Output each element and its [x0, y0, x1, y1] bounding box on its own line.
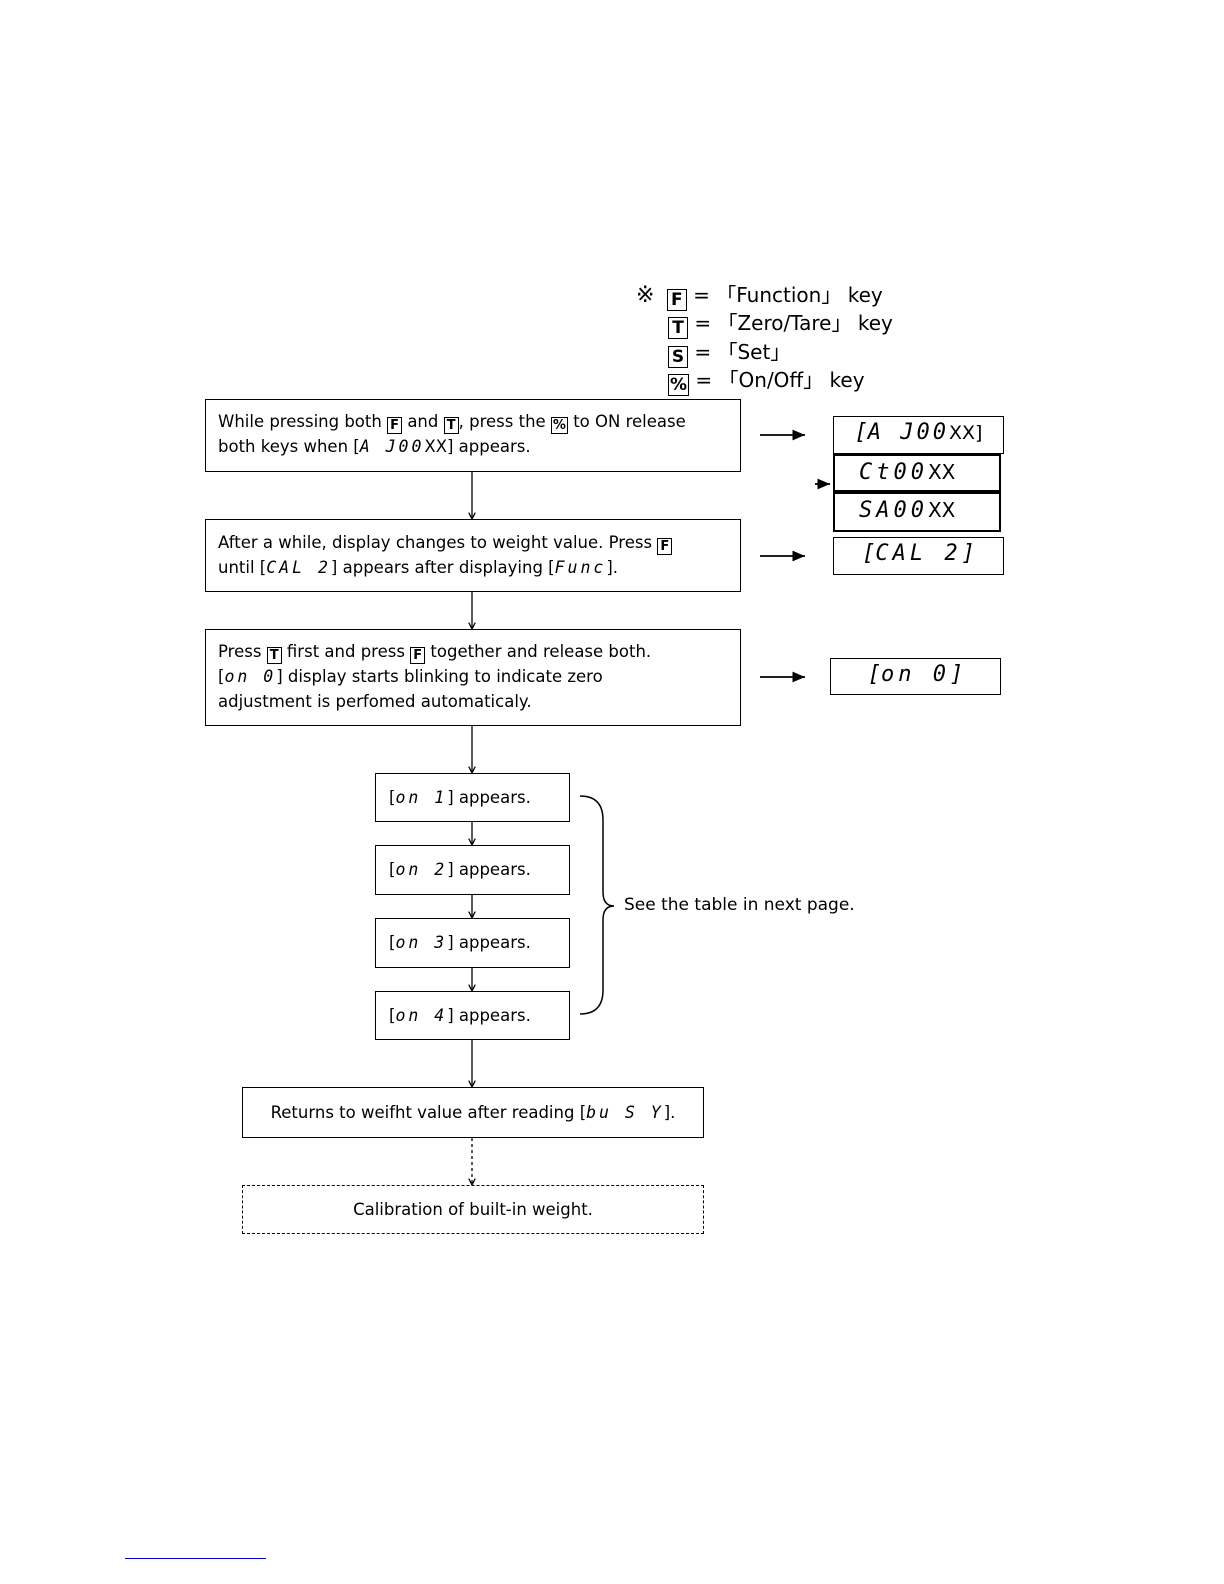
display-suffix: XX: [927, 498, 956, 522]
step-power-on-box: While pressing both F and T, press the %…: [205, 399, 741, 472]
step-on1-box: [on 1] appears.: [375, 773, 570, 822]
step-zero-adjust-box: Press T first and press F together and r…: [205, 629, 741, 726]
step-text: Press: [218, 642, 267, 661]
reference-mark: ※: [636, 283, 655, 308]
legend-row-on-off: % = 「On/Off」 key: [668, 367, 865, 396]
segment-readout: on 0: [224, 667, 277, 686]
display-on0: [on 0]: [830, 658, 1001, 695]
step-text: ] appears.: [447, 788, 531, 807]
step-text: both keys when [: [218, 437, 360, 456]
step-line: [on 0] display starts blinking to indica…: [218, 664, 728, 689]
step-line: until [CAL 2] appears after displaying […: [218, 555, 728, 580]
segment-readout: SA00: [859, 498, 928, 523]
display-aj00xx: [A J00XX]: [833, 416, 1004, 454]
legend-row-zero-tare: T = 「Zero/Tare」 key: [668, 310, 893, 339]
segment-readout: Ct00: [859, 460, 928, 485]
step-returns-box: Returns to weifht value after reading [b…: [242, 1087, 704, 1138]
tare-key-icon: T: [443, 417, 459, 434]
on-off-key-icon: %: [550, 417, 568, 434]
segment-readout: on 2: [395, 860, 448, 879]
display-bracket: [: [862, 541, 876, 566]
step-text: [: [389, 788, 396, 807]
function-key-icon: F: [666, 289, 687, 311]
display-suffix: XX: [927, 460, 956, 484]
function-key-icon: F: [410, 647, 426, 664]
segment-readout: A J00: [867, 420, 950, 445]
step-text: together and release both.: [425, 642, 652, 661]
step-calibration-box: Calibration of built-in weight.: [242, 1185, 704, 1234]
grouping-brace: [579, 795, 615, 1015]
segment-readout: on 4: [395, 1006, 448, 1025]
display-bracket: [: [854, 420, 868, 445]
step-line: While pressing both F and T, press the %…: [218, 409, 728, 434]
step-text: ].: [663, 1103, 676, 1122]
legend-text: = 「Set」: [694, 340, 791, 364]
step-text: , press the: [458, 412, 551, 431]
step-line: After a while, display changes to weight…: [218, 530, 728, 555]
segment-readout: on 3: [395, 933, 448, 952]
display-sa00xx: SA00XX: [833, 492, 1001, 532]
legend-text: = 「Function」 key: [693, 283, 883, 307]
step-text: ].: [606, 558, 619, 577]
segment-readout: CAL 2: [875, 541, 962, 566]
step-line: adjustment is perfomed automaticaly.: [218, 689, 728, 714]
step-text: [: [389, 860, 396, 879]
segment-readout: Func: [554, 558, 607, 577]
step-text: [: [389, 933, 396, 952]
display-ct00xx: Ct00XX: [833, 454, 1001, 492]
step-text: Calibration of built-in weight.: [353, 1200, 593, 1219]
legend-text: = 「Zero/Tare」 key: [694, 311, 893, 335]
see-table-note: See the table in next page.: [624, 895, 855, 915]
footnote-rule: [125, 1558, 266, 1559]
step-text: Returns to weifht value after reading [: [270, 1103, 587, 1122]
step-text: and: [402, 412, 444, 431]
step-text: ] appears.: [447, 860, 531, 879]
step-text: While pressing both: [218, 412, 388, 431]
step-text: ] appears after displaying [: [330, 558, 555, 577]
segment-readout: CAL 2: [266, 558, 331, 577]
on-off-key-icon: %: [668, 374, 690, 396]
step-text: XX] appears.: [424, 437, 531, 456]
tare-key-icon: T: [668, 317, 688, 339]
step-text: first and press: [281, 642, 411, 661]
step-text: ] display starts blinking to indicate ze…: [276, 667, 603, 686]
legend-row-function: ※ F = 「Function」 key: [636, 282, 883, 311]
display-cal2: [CAL 2]: [833, 537, 1004, 575]
step-text: [: [218, 667, 225, 686]
legend-text: = 「On/Off」 key: [695, 368, 865, 392]
tare-key-icon: T: [266, 647, 282, 664]
function-key-icon: F: [657, 538, 673, 555]
legend-row-set: S = 「Set」: [668, 339, 790, 368]
step-text: ] appears.: [447, 933, 531, 952]
step-line: both keys when [A J00XX] appears.: [218, 434, 728, 459]
display-bracket: [: [867, 662, 881, 687]
step-text: until [: [218, 558, 267, 577]
step-cal2-box: After a while, display changes to weight…: [205, 519, 741, 592]
step-on2-box: [on 2] appears.: [375, 845, 570, 895]
segment-readout: on 0: [881, 662, 950, 687]
display-suffix: XX]: [949, 422, 983, 444]
step-text: [: [389, 1006, 396, 1025]
step-on4-box: [on 4] appears.: [375, 991, 570, 1040]
step-line: Press T first and press F together and r…: [218, 639, 728, 664]
step-text: to ON release: [567, 412, 686, 431]
segment-readout: on 1: [395, 788, 448, 807]
step-text: adjustment is perfomed automaticaly.: [218, 692, 532, 711]
segment-readout: A J00: [359, 437, 425, 456]
set-key-icon: S: [668, 346, 688, 368]
step-text: After a while, display changes to weight…: [218, 533, 658, 552]
function-key-icon: F: [387, 417, 403, 434]
step-text: ] appears.: [447, 1006, 531, 1025]
step-on3-box: [on 3] appears.: [375, 918, 570, 968]
display-bracket: ]: [961, 541, 975, 566]
display-bracket: ]: [949, 662, 964, 687]
segment-readout: bu S Y: [586, 1103, 664, 1122]
